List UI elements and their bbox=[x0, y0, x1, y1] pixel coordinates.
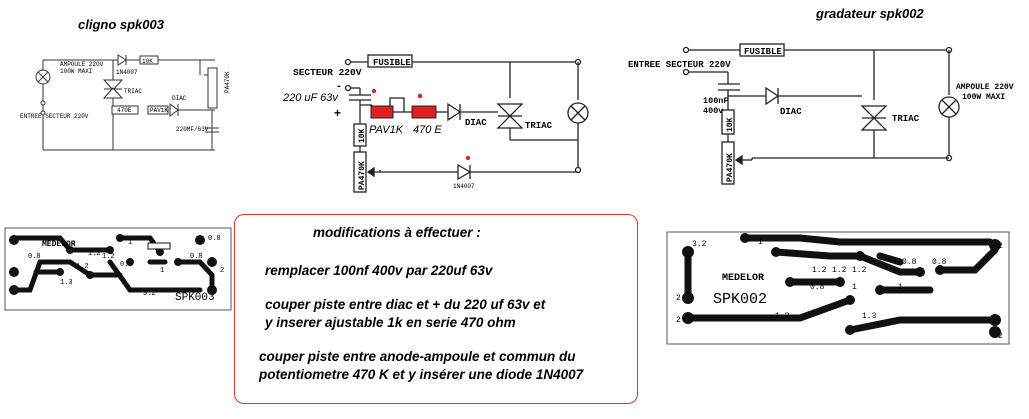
middle-triac-label: TRIAC bbox=[525, 121, 553, 131]
pcb-left-ref: SPK003 bbox=[175, 292, 215, 304]
title-cligno: cligno spk003 bbox=[78, 17, 164, 32]
pcb-right-label: 1.3 bbox=[775, 312, 790, 321]
right-pa470k-label: PA470K bbox=[726, 153, 735, 182]
left-diode-label: 1N4007 bbox=[116, 69, 138, 76]
pcb-left-label: 0.8 bbox=[120, 261, 133, 269]
pcb-right-label: 2 bbox=[676, 316, 681, 325]
pav1k-component bbox=[370, 105, 394, 119]
right-ampoule-label-1: AMPOULE 220V bbox=[956, 83, 1014, 92]
middle-diac-label: DIAC bbox=[465, 118, 487, 128]
middle-pav-label: PAV1K bbox=[369, 124, 404, 136]
middle-r10k-label: 10K bbox=[358, 128, 367, 143]
left-r10k-label: 10K bbox=[142, 58, 153, 65]
right-cap-label-1: 100nF bbox=[703, 96, 729, 106]
title-gradateur: gradateur spk002 bbox=[816, 6, 924, 21]
modification-line-2b: y inserer ajustable 1k en serie 470 ohm bbox=[265, 315, 516, 330]
left-diac-label: DIAC bbox=[172, 95, 187, 102]
pcb-right-label: 0.8 bbox=[902, 258, 917, 267]
middle-minus-label: - bbox=[337, 80, 341, 92]
pcb-left-label: 1.2 bbox=[88, 250, 101, 258]
pcb-right-label: 0.8 bbox=[932, 258, 947, 267]
pcb-right-label: 1 bbox=[758, 238, 763, 247]
right-triac-label: TRIAC bbox=[892, 114, 920, 124]
modification-line-2a: couper piste entre diac et + du 220 uf 6… bbox=[265, 297, 546, 312]
pcb-left-label: 0.8 bbox=[190, 253, 203, 261]
modifications-title: modifications à effectuer : bbox=[313, 225, 481, 240]
r470-component bbox=[411, 105, 437, 119]
middle-diode-label: 1N4007 bbox=[453, 183, 475, 190]
pcb-left-label: 2 bbox=[220, 267, 224, 275]
pcb-right-label: 2 bbox=[998, 242, 1003, 251]
pcb-right-label: 3.2 bbox=[692, 240, 707, 249]
right-cap-label-2: 400v bbox=[703, 106, 723, 116]
pcb-left-label: 1 bbox=[160, 267, 164, 275]
left-ampoule-label-2: 100W MAXI bbox=[60, 68, 92, 75]
left-r470k-label: PA470K bbox=[224, 71, 231, 93]
pcb-left-brand: MEDELOR bbox=[42, 240, 76, 249]
left-entree-label: ENTREE SECTEUR 220V bbox=[20, 113, 89, 120]
pcb-right-brand: MEDELOR bbox=[722, 273, 764, 284]
pcb-left-label: 0.8 bbox=[208, 235, 221, 243]
right-fusible-label: FUSIBLE bbox=[744, 47, 782, 57]
modification-line-3b: potentiometre 470 K et y insérer une dio… bbox=[259, 367, 584, 382]
left-ampoule-label-1: AMPOULE 220V bbox=[60, 61, 104, 68]
pcb-right-label: 1.2 bbox=[852, 266, 867, 275]
pcb-right-label: 1.3 bbox=[862, 312, 877, 321]
middle-schematic bbox=[344, 54, 589, 193]
pcb-right-label: 0.8 bbox=[810, 283, 825, 292]
pcb-right-label: 1 bbox=[852, 283, 857, 292]
left-cap-label: 220MF/63V bbox=[176, 126, 209, 133]
left-r470-label: 470E bbox=[117, 107, 132, 114]
pcb-right-ref: SPK002 bbox=[713, 291, 767, 308]
pcb-right-label: 1.2 bbox=[832, 266, 847, 275]
right-diac-label: DIAC bbox=[780, 107, 802, 117]
modification-line-3a: couper piste entre anode-ampoule et comm… bbox=[259, 349, 576, 364]
right-schematic bbox=[682, 43, 960, 185]
pcb-left bbox=[4, 227, 232, 311]
middle-r470-label: 470 E bbox=[413, 124, 442, 136]
pcb-left-label: 1.2 bbox=[76, 263, 89, 271]
pcb-left-label: 1.3 bbox=[60, 279, 73, 287]
right-r10k-label: 10K bbox=[726, 117, 735, 132]
middle-pa470k-label: PA470K bbox=[358, 161, 367, 190]
middle-plus-label: + bbox=[334, 106, 341, 120]
right-entree-label: ENTREE SECTEUR 220V bbox=[628, 60, 731, 70]
pcb-right-label: 1 bbox=[784, 250, 789, 259]
pcb-right-label: 1 bbox=[898, 283, 903, 292]
modification-line-1: remplacer 100nf 400v par 220uf 63v bbox=[265, 263, 493, 278]
middle-secteur-label: SECTEUR 220V bbox=[293, 67, 362, 78]
pcb-left-label: 1.2 bbox=[102, 253, 115, 261]
pcb-right-label: 1.2 bbox=[812, 266, 827, 275]
pcb-right bbox=[666, 231, 1010, 345]
left-pav-label: PAV1K bbox=[150, 107, 168, 114]
pcb-right-label: 2 bbox=[998, 332, 1003, 341]
middle-cap-label: 220 uF 63v bbox=[282, 92, 339, 104]
pcb-left-label: 0.8 bbox=[28, 253, 41, 261]
left-schematic bbox=[35, 54, 219, 151]
pcb-left-label: 3.2 bbox=[143, 290, 156, 298]
pcb-right-label: 2 bbox=[676, 294, 681, 303]
middle-fusible-label: FUSIBLE bbox=[373, 58, 411, 68]
left-triac-label: TRIAC bbox=[124, 88, 142, 95]
modifications-box: modifications à effectuer : remplacer 10… bbox=[234, 214, 638, 404]
right-ampoule-label-2: 100W MAXI bbox=[962, 93, 1005, 102]
pcb-left-label: 1 bbox=[128, 239, 132, 247]
